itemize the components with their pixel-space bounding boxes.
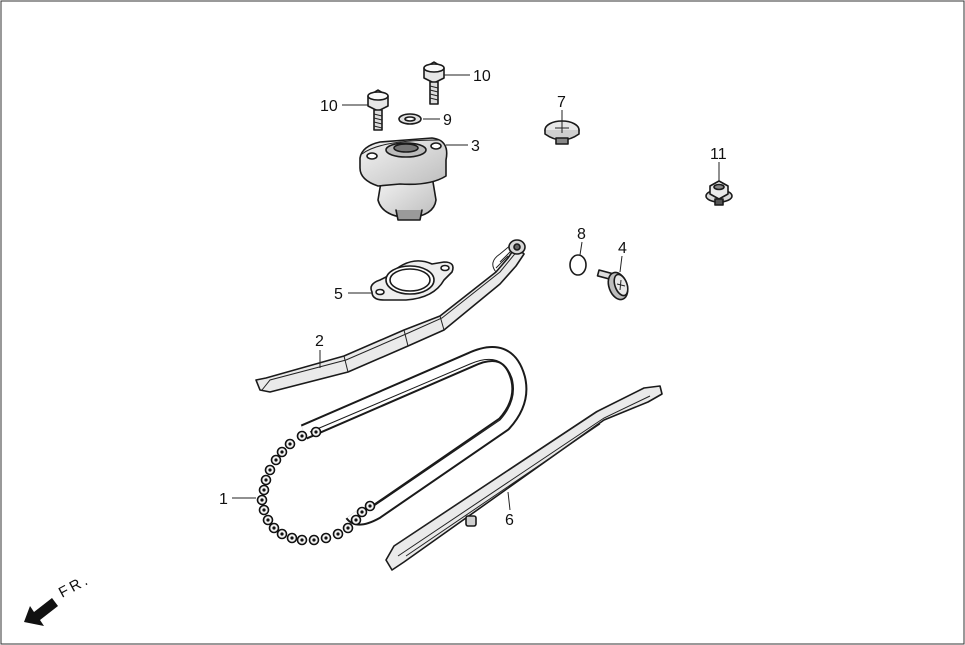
chain-pin [324,536,328,540]
chain-pin [264,478,268,482]
chain-pin [300,434,304,438]
callout-10-right: 10 [473,68,491,85]
callout-11: 11 [710,146,727,163]
chain-drawing [256,346,528,546]
tensioner-lifter-drawing [359,137,448,221]
leader-8 [579,241,583,256]
chain-pin [368,504,372,508]
chain-pin [280,450,284,454]
chain-pin [314,430,318,434]
callout-4: 4 [618,240,627,257]
callout-1: 1 [219,491,228,508]
leader-6 [507,491,511,511]
chain-pin [354,518,358,522]
chain-pin [360,510,364,514]
gasket-drawing [370,260,454,301]
chain-pin [262,488,266,492]
bolt-left-drawing [367,89,389,131]
chain-pin [346,526,350,530]
chain-pin [274,458,278,462]
callout-10-left: 10 [320,98,338,115]
o-ring-drawing [569,254,587,276]
tensioner-slipper-drawing [255,239,526,393]
callout-6: 6 [505,512,514,529]
chain-pin [336,532,340,536]
callout-3: 3 [471,138,480,155]
front-direction-arrow [24,598,58,626]
flange-nut-drawing [705,180,733,206]
callout-7: 7 [557,94,566,111]
chain-links [256,426,376,546]
sealing-bolt-drawing [544,120,580,145]
pivot-bolt-drawing [596,269,629,301]
front-direction-label: FR. [56,571,93,602]
chain-pin [290,536,294,540]
chain-pin [288,442,292,446]
callout-9: 9 [443,112,452,129]
chain-pin [268,468,272,472]
leader-4 [619,255,623,273]
chain-pin [312,538,316,542]
callout-2: 2 [315,333,324,350]
callout-5: 5 [334,286,343,303]
guide-rail-drawing [385,385,663,571]
chain-pin [280,532,284,536]
callout-8: 8 [577,226,586,243]
bolt-right-drawing [423,61,445,105]
washer-drawing [398,113,422,125]
chain-pin [300,538,304,542]
chain-pin [272,526,276,530]
chain-pin [266,518,270,522]
chain-pin [262,508,266,512]
chain-pin [260,498,264,502]
